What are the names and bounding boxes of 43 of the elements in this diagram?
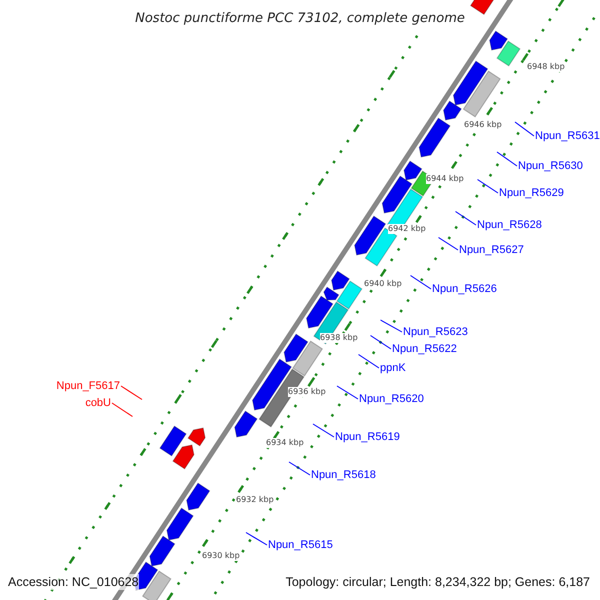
- leader-line: [288, 462, 310, 476]
- leader-line: [120, 386, 142, 400]
- gene-label: Npun_R5629: [499, 186, 564, 200]
- position-label: 6930 kbp: [202, 551, 240, 561]
- position-label: 6934 kbp: [266, 438, 304, 448]
- leader-line: [438, 237, 458, 250]
- position-label: 6948 kbp: [527, 62, 565, 72]
- gene-label: cobU: [85, 396, 111, 410]
- leader-line: [312, 424, 334, 438]
- position-label: 6942 kbp: [388, 224, 426, 234]
- accession-text: Accession: NC_010628: [8, 574, 139, 590]
- leader-line: [410, 275, 432, 290]
- topology-text: Topology: circular; Length: 8,234,322 bp; Genes: 6,187: [286, 574, 590, 590]
- gene-label: Npun_R5623: [403, 325, 468, 339]
- position-label: 6938 kbp: [320, 333, 358, 343]
- gene-label: Npun_R5618: [311, 468, 376, 482]
- gene-label: Npun_R5628: [477, 218, 542, 232]
- position-label: 6946 kbp: [464, 120, 502, 130]
- position-label: 6944 kbp: [426, 174, 464, 184]
- leader-line: [496, 152, 518, 166]
- gene-label: Npun_R5619: [335, 430, 400, 444]
- leader-line: [514, 122, 534, 136]
- title: Nostoc punctiforme PCC 73102, complete genome: [134, 10, 466, 28]
- leader-line: [246, 532, 268, 546]
- gene-label: Npun_R5631: [535, 129, 600, 143]
- gene-label: ppnK: [380, 361, 406, 375]
- gene-label: Npun_R5620: [359, 392, 424, 406]
- leader-line: [112, 402, 133, 417]
- gene-label: Npun_R5630: [518, 159, 583, 173]
- gene-label: Npun_F5617: [56, 379, 120, 393]
- position-label: 6936 kbp: [288, 387, 326, 397]
- gene-label: Npun_R5622: [392, 342, 457, 356]
- leader-line: [358, 354, 380, 368]
- leader-line: [336, 386, 358, 400]
- leader-line: [380, 320, 402, 332]
- position-label: 6932 kbp: [236, 495, 274, 505]
- gene-label: Npun_R5615: [268, 538, 333, 552]
- leader-line: [455, 211, 476, 226]
- position-label: 6940 kbp: [364, 279, 402, 289]
- gene-label: Npun_R5626: [432, 282, 497, 296]
- gene-label: Npun_R5627: [459, 243, 524, 257]
- leader-line: [370, 335, 392, 350]
- leader-line: [477, 179, 498, 194]
